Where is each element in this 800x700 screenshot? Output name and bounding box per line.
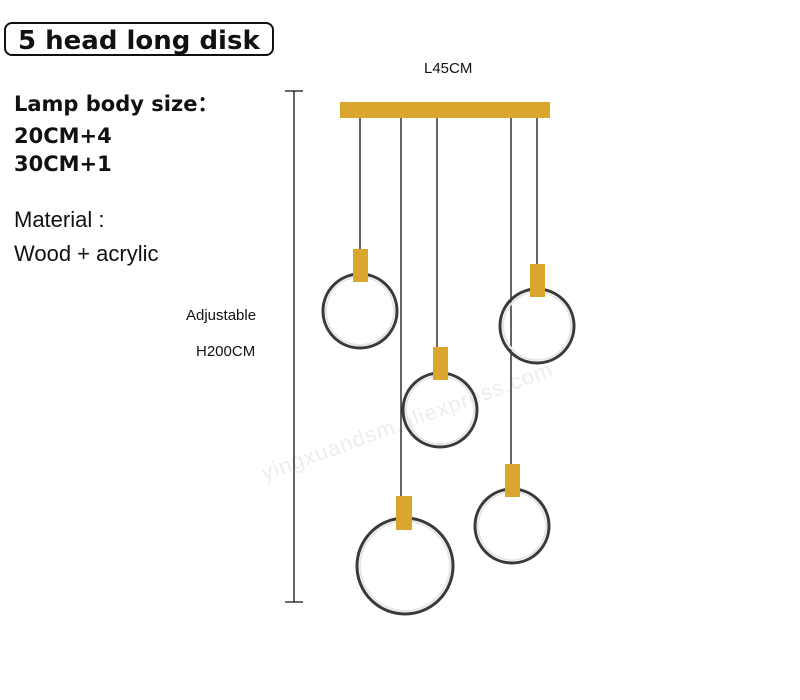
height-label-adjustable: Adjustable [186, 307, 257, 324]
size-line-2: 30CM+1 [14, 152, 112, 176]
material-value: Wood + acrylic [14, 241, 159, 266]
material-label: Material : [14, 207, 105, 232]
size-line-1: 20CM+4 [14, 124, 112, 148]
height-dimension-line [285, 90, 303, 603]
body-size-label: Lamp body size： [14, 92, 219, 116]
product-title: 5 head long disk [4, 22, 274, 56]
lamp-ring-5 [473, 464, 551, 565]
lamp-ring-2 [401, 347, 479, 449]
lamp-ring-3 [498, 264, 576, 365]
lamp-ring-1 [321, 249, 399, 350]
ceiling-bar [340, 102, 550, 118]
lamp-ring-4 [355, 496, 455, 616]
length-label: L45CM [424, 60, 473, 77]
height-label-value: H200CM [196, 343, 256, 360]
suspension-wires [359, 118, 538, 497]
